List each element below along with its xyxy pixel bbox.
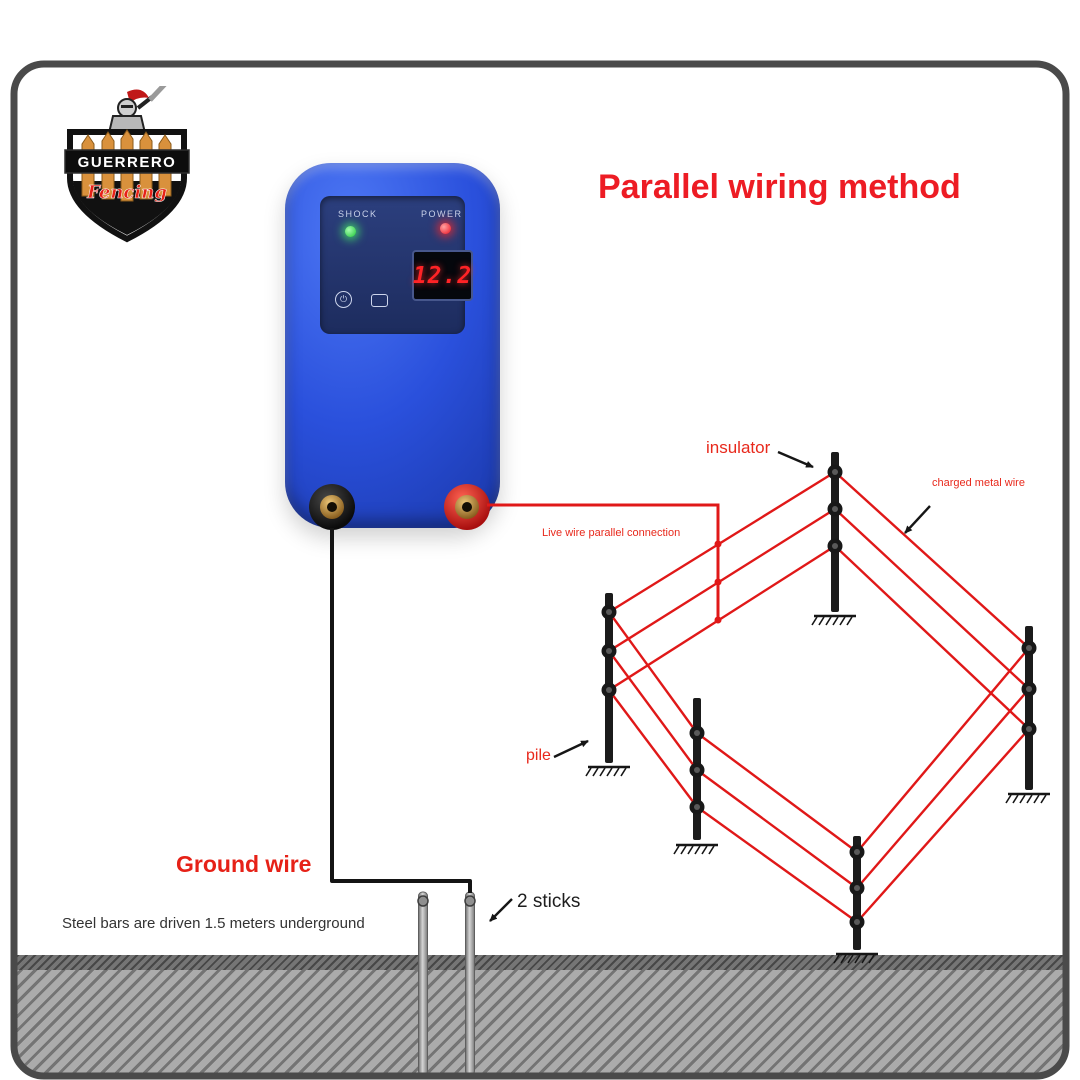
live-terminal (444, 484, 490, 530)
insulator-icon (849, 844, 865, 860)
pile-arrow-icon (553, 739, 589, 759)
brand-name: GUERRERO (78, 154, 177, 171)
ground-wire-line (330, 528, 472, 893)
live-terminal-hole (462, 502, 472, 512)
voltage-display: 12.2 (412, 250, 473, 301)
insulator-icon (827, 501, 843, 517)
power-icon: ⏻ (335, 291, 352, 308)
knight-sword-icon (148, 86, 167, 102)
page-title: Parallel wiring method (598, 168, 961, 206)
insulator-icon (601, 643, 617, 659)
annotation-arrows (489, 450, 931, 922)
energizer-device: SHOCK POWER 12.2 ⏻ (285, 163, 500, 530)
junction-dot (714, 616, 722, 624)
insulator-label: insulator (706, 438, 771, 457)
pile-label: pile (526, 747, 551, 764)
insulator-icon (1021, 640, 1037, 656)
two-sticks-label: 2 sticks (517, 891, 581, 912)
live-wire-label: Live wire parallel connection (542, 527, 681, 539)
insulator-icon (827, 464, 843, 480)
insulator-icon (689, 799, 705, 815)
control-panel: SHOCK POWER 12.2 ⏻ (320, 196, 473, 334)
sticks-arrow-icon (489, 898, 513, 922)
insulator-icon (601, 604, 617, 620)
voltage-value: 12.2 (412, 262, 473, 289)
ground-terminal (309, 484, 355, 530)
mode-icon (371, 294, 388, 307)
shock-led (345, 226, 356, 237)
fence-post (853, 836, 861, 950)
power-led (440, 223, 451, 234)
power-label: POWER (421, 209, 463, 219)
insulator-icon (689, 762, 705, 778)
insulator-icon (601, 682, 617, 698)
knight-visor-icon (121, 105, 133, 108)
insulator-icon (1021, 721, 1037, 737)
ground-wire-label: Ground wire (176, 851, 312, 877)
brand-script: Fencing (86, 182, 167, 203)
insulator-icon (849, 880, 865, 896)
live-wire-feed (487, 503, 722, 624)
ground-area (17, 958, 1063, 1074)
junction-dot (714, 578, 722, 586)
insulator-icon (849, 914, 865, 930)
rod-bolt-icon (417, 895, 429, 907)
brand-logo: GUERRERO Fencing (64, 86, 190, 243)
rod-bolt-icon (464, 895, 476, 907)
fence-post (1025, 626, 1033, 790)
fence-post (693, 698, 701, 840)
post-ground-marks (584, 614, 1052, 965)
insulator-icon (689, 725, 705, 741)
insulator-icon (827, 538, 843, 554)
insulator-arrow-icon (777, 450, 814, 469)
charged-wire-label: charged metal wire (932, 477, 1025, 489)
ground-terminal-hole (327, 502, 337, 512)
shock-label: SHOCK (338, 209, 378, 219)
junction-dot (714, 540, 722, 548)
ground-surface-band (17, 955, 1063, 970)
fence-post (605, 593, 613, 763)
steel-bars-note: Steel bars are driven 1.5 meters undergr… (62, 915, 365, 932)
charged-wire-arrow-icon (904, 505, 931, 534)
fence-wires (608, 470, 1030, 923)
fence-post (831, 452, 839, 612)
insulator-icon (1021, 681, 1037, 697)
